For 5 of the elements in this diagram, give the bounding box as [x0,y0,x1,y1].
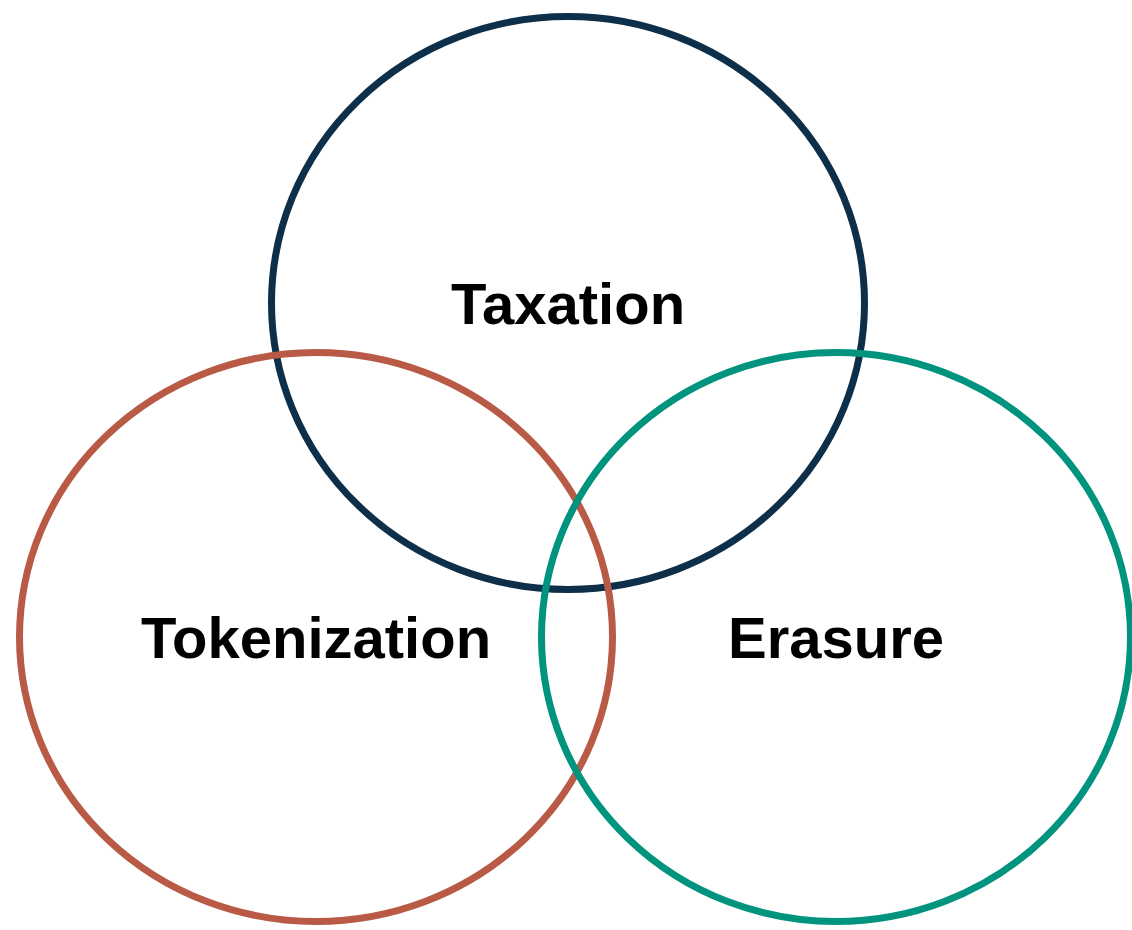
circle-label: Erasure [728,603,944,671]
venn-circle [268,13,868,593]
circle-label: Taxation [450,269,686,337]
circle-label: Tokenization [140,603,492,671]
venn-circle [16,349,616,925]
